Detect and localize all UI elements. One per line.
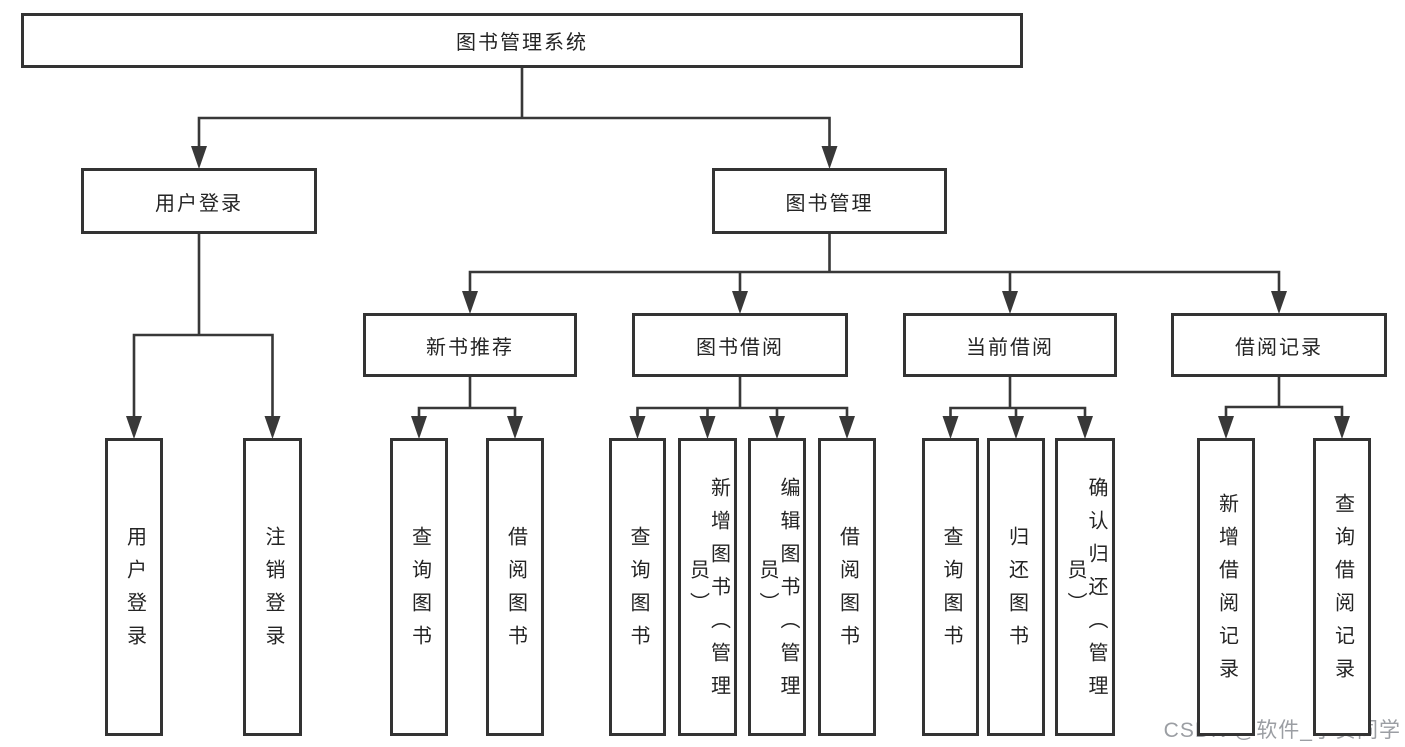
edge-borrow-record [1218, 374, 1350, 439]
arrowhead-icon [507, 416, 523, 439]
arrowhead-icon [126, 416, 142, 439]
arrowhead-icon [191, 146, 207, 169]
arrowhead-icon [1008, 416, 1024, 439]
arrowhead-icon [411, 416, 427, 439]
edge-new-book-rec [411, 374, 523, 439]
node-leaf-logout: 注销登录 [243, 438, 302, 736]
node-leaf-query-borrow-record: 查询借阅记录 [1313, 438, 1371, 736]
arrowhead-icon [699, 416, 716, 439]
node-leaf-user-login: 用户登录 [105, 438, 163, 736]
node-user-login: 用户登录 [81, 168, 317, 234]
arrowhead-icon [462, 291, 478, 314]
node-leaf-add-borrow-record: 新增借阅记录 [1197, 438, 1255, 736]
arrowhead-icon [1271, 291, 1287, 314]
node-book-mgmt: 图书管理 [712, 168, 947, 234]
node-current-borrow: 当前借阅 [903, 313, 1117, 377]
node-root: 图书管理系统 [21, 13, 1023, 68]
node-leaf-query-book-rec: 查询图书 [390, 438, 448, 736]
node-leaf-borrow-book-rec: 借阅图书 [486, 438, 544, 736]
node-leaf-add-book: 新增图书（管理员） [678, 438, 737, 736]
edge-book-borrow [629, 374, 855, 439]
node-leaf-borrow-book: 借阅图书 [818, 438, 876, 736]
arrowhead-icon [629, 416, 646, 439]
node-new-book-rec: 新书推荐 [363, 313, 577, 377]
arrowhead-icon [1334, 416, 1350, 439]
arrowhead-icon [821, 146, 838, 169]
node-leaf-confirm-return: 确认归还（管理员） [1055, 438, 1115, 736]
arrowhead-icon [732, 291, 748, 314]
arrowhead-icon [942, 416, 959, 439]
node-leaf-edit-book: 编辑图书（管理员） [748, 438, 806, 736]
arrowhead-icon [1218, 416, 1234, 439]
arrowhead-icon [264, 416, 281, 439]
edge-book-mgmt [462, 231, 1287, 314]
node-borrow-record: 借阅记录 [1171, 313, 1387, 377]
node-leaf-query-book-current: 查询图书 [922, 438, 979, 736]
node-leaf-query-book-borrow: 查询图书 [609, 438, 666, 736]
edge-root [191, 65, 838, 169]
edge-current-borrow [942, 374, 1093, 439]
node-leaf-return-book: 归还图书 [987, 438, 1045, 736]
node-book-borrow: 图书借阅 [632, 313, 848, 377]
edge-user-login [126, 231, 281, 439]
arrowhead-icon [839, 416, 855, 439]
arrowhead-icon [1002, 291, 1018, 314]
arrowhead-icon [769, 416, 785, 439]
arrowhead-icon [1077, 416, 1093, 439]
